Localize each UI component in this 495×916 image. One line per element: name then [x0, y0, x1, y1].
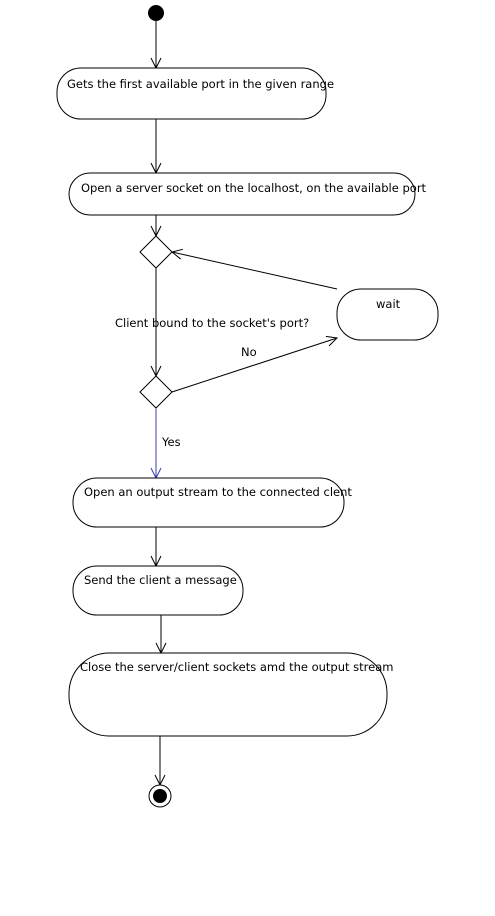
initial-node	[148, 5, 164, 21]
activity-send-message: Send the client a message	[72, 565, 244, 616]
activity-close-sockets-label: Close the server/client sockets amd the …	[80, 660, 393, 674]
activity-open-server-socket-label: Open a server socket on the localhost, o…	[81, 181, 427, 195]
guard-no-label: No	[241, 345, 257, 359]
decision-node	[139, 375, 173, 409]
final-node	[148, 784, 172, 808]
flow-edge-no	[171, 338, 337, 393]
activity-close-sockets: Close the server/client sockets amd the …	[68, 652, 393, 737]
guard-question-label: Client bound to the socket's port?	[115, 316, 309, 330]
activity-open-server-socket: Open a server socket on the localhost, o…	[68, 172, 427, 216]
activity-wait: wait	[336, 288, 439, 341]
activity-send-message-label: Send the client a message	[84, 573, 237, 587]
merge-node	[139, 235, 173, 269]
activity-get-port-label: Gets the first available port in the giv…	[67, 77, 334, 91]
activity-open-output-stream-label: Open an output stream to the connected c…	[84, 485, 352, 499]
activity-get-port: Gets the first available port in the giv…	[56, 67, 334, 120]
activity-wait-label: wait	[376, 297, 401, 311]
activity-open-output-stream: Open an output stream to the connected c…	[72, 477, 352, 528]
flow-edge-loop	[172, 252, 338, 290]
guard-yes-label: Yes	[161, 435, 181, 449]
